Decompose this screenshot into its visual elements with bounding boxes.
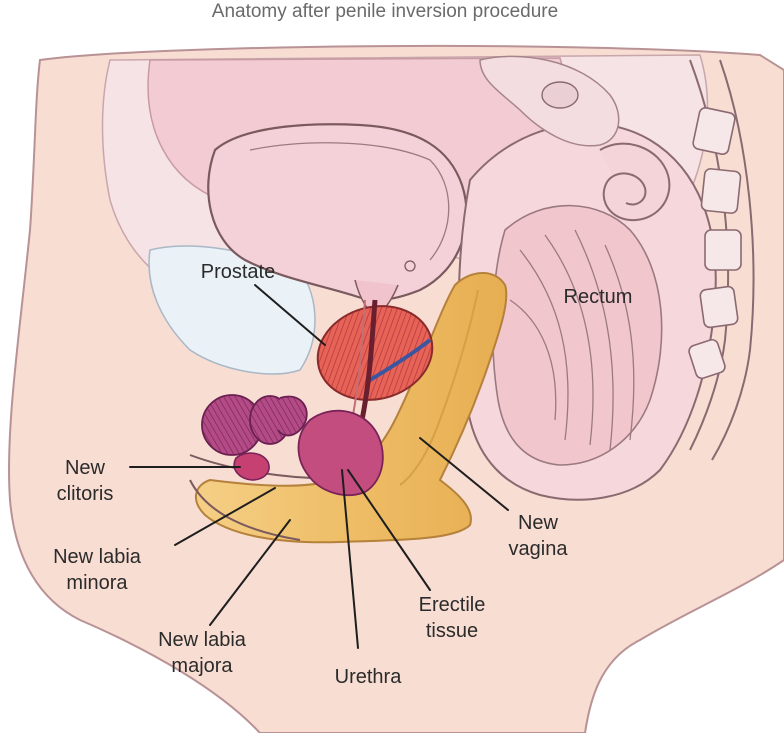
rectum-inner xyxy=(493,206,662,465)
label-new-vagina-line2: vagina xyxy=(509,538,569,560)
label-rectum: Rectum xyxy=(564,286,633,308)
label-prostate: Prostate xyxy=(201,261,275,283)
label-new-vagina-line1: New xyxy=(518,512,559,534)
label-urethra: Urethra xyxy=(335,666,403,688)
label-new-clitoris-line2: clitoris xyxy=(57,483,114,505)
label-new-labia-majora-line2: majora xyxy=(171,655,233,677)
diagram-title: Anatomy after penile inversion procedure xyxy=(212,1,558,22)
label-new-labia-majora-line1: New labia xyxy=(158,629,247,651)
bowel-lumen xyxy=(542,82,578,108)
label-new-clitoris-line1: New xyxy=(65,457,106,479)
label-erectile-tissue-line2: tissue xyxy=(426,620,478,642)
label-new-labia-minora-line2: minora xyxy=(66,572,128,594)
label-erectile-tissue-line1: Erectile xyxy=(419,594,486,616)
label-new-labia-minora-line1: New labia xyxy=(53,546,142,568)
